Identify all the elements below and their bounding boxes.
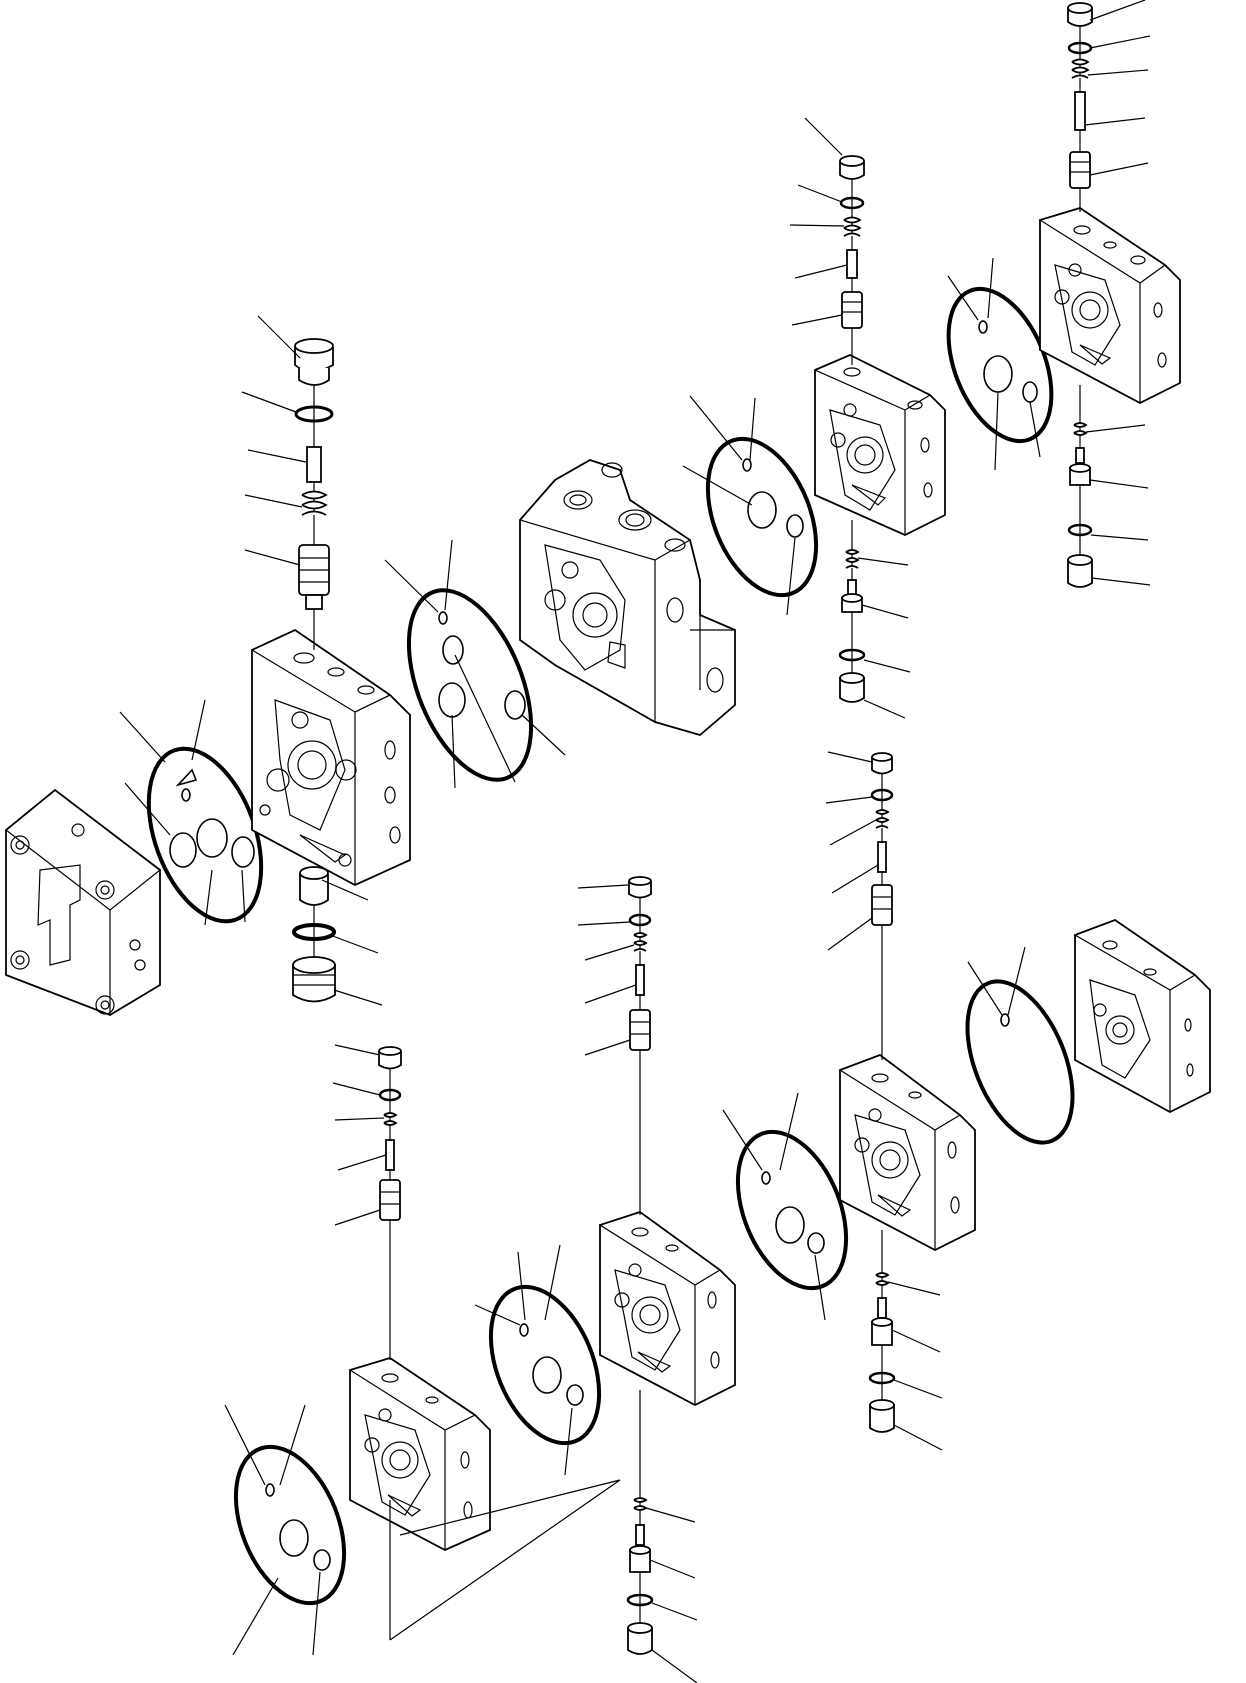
seal-plate-5 [965,979,1075,1145]
seal-plate-3 [705,436,819,598]
leader-lines-plate-4 [947,257,1041,471]
valve-section-d [838,1053,976,1252]
valve-section-a [250,628,411,887]
spool-stack-e-top [628,876,652,1215]
spool-stack-d-top [870,752,894,1060]
assembly-guide-lines [389,1479,621,1641]
valve-section-e [598,1211,736,1407]
inlet-body [518,459,736,736]
leader-lines-stack-b-top [789,117,848,326]
leader-lines-stack-e-bottom [645,1507,698,1683]
valve-section-b [813,354,946,536]
spool-stack-e-bottom [626,1390,654,1655]
seal-plate-7 [488,1284,602,1446]
leader-lines-plate-7 [474,1244,573,1476]
leader-lines-stack-a-top [241,315,307,566]
seal-plate-8 [233,1444,347,1606]
valve-section-c [1038,207,1181,405]
leader-lines-plate-8 [224,1404,321,1656]
spool-stack-f-top [378,1046,402,1360]
spool-stack-b-top [839,155,865,365]
leader-lines-stack-e-top [577,884,637,1056]
right-end-cover [1073,918,1211,1114]
leader-lines-stack-d-top [825,751,879,951]
leader-lines-stack-c-top [1084,0,1151,176]
spool-stack-c-bottom [1067,385,1093,588]
leader-lines-stack-f-top [332,1044,387,1226]
seal-plate-6 [735,1129,849,1291]
spool-stack-c-top [1067,2,1093,212]
spool-stack-a-top [294,338,334,650]
leader-lines-stack-c-bottom [1085,424,1151,586]
leader-lines-plate-5 [967,946,1026,1016]
leader-lines-plate-1 [119,699,246,926]
spool-stack-b-bottom [838,520,866,703]
leader-lines-stack-d-bottom [887,1281,943,1451]
leader-lines-plate-6 [722,1092,826,1321]
valve-section-f [348,1357,491,1551]
leader-lines-plate-2 [384,539,566,789]
leader-lines-stack-b-bottom [857,557,911,719]
spool-stack-d-bottom [868,1230,896,1433]
leader-lines-stack-a-bottom [321,879,383,1006]
spool-stack-a-bottom [292,866,336,1003]
end-cover [5,788,161,1016]
leader-lines-plate-3 [682,395,796,616]
